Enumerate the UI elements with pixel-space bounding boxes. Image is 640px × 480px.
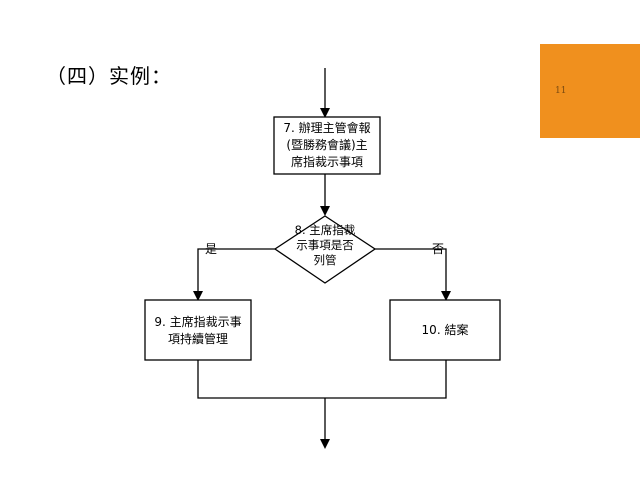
decision8-line3: 列管 [313, 253, 337, 267]
yes-label: 是 [205, 242, 218, 256]
connector-yes [193, 248, 275, 301]
process-box-step10 [389, 299, 501, 361]
step9-line2: 項持續管理 [167, 332, 228, 346]
decision-diamond-step8 [273, 215, 377, 284]
no-label: 否 [432, 242, 445, 256]
decision8-text: 8. 主席指裁 示事項是否 列管 [280, 223, 370, 268]
step10-label: 10. 結案 [421, 323, 469, 337]
step7-text: 7. 辦理主管會報 (暨勝務會議)主 席指裁示事項 [274, 120, 380, 171]
step9-line1: 9. 主席指裁示事 [154, 315, 242, 329]
step7-line1: 7. 辦理主管會報 [283, 121, 371, 135]
slide-number-badge: 11 [540, 44, 640, 138]
page-title: （四）实例： [46, 64, 172, 88]
step7-line2: (暨勝務會議)主 [286, 138, 368, 152]
step10-text: 10. 結案 [390, 322, 500, 339]
decision8-line2: 示事項是否 [296, 238, 354, 252]
process-box-step7 [273, 116, 381, 175]
step7-line3: 席指裁示事項 [290, 155, 363, 169]
connector-no [375, 248, 451, 301]
decision8-line1: 8. 主席指裁 [294, 223, 356, 237]
connector-merge [197, 360, 447, 399]
step9-text: 9. 主席指裁示事 項持續管理 [145, 314, 251, 348]
process-box-step9 [144, 299, 252, 361]
slide-number: 11 [555, 86, 567, 96]
